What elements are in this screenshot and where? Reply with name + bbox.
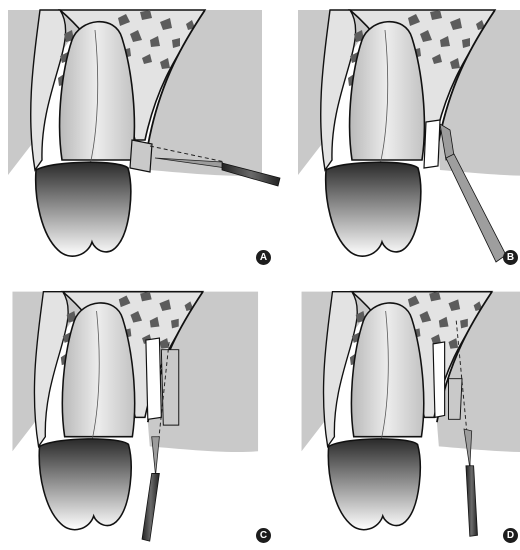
panel-a — [0, 0, 285, 277]
tooth-anatomy — [8, 10, 262, 256]
panel-label-d: D — [503, 528, 518, 543]
panel-d — [290, 282, 520, 550]
released-flap — [433, 342, 445, 417]
panel-c — [0, 282, 285, 550]
elevated-flap — [424, 120, 440, 168]
panel-c-illustration — [0, 282, 285, 545]
panel-label-c: C — [256, 528, 271, 543]
panel-d-illustration — [290, 282, 520, 545]
released-flap — [146, 338, 161, 419]
periosteum — [449, 379, 463, 420]
panel-a-illustration — [0, 0, 285, 272]
tooth-anatomy — [302, 292, 520, 530]
panel-b — [290, 0, 520, 277]
panel-label-a: A — [256, 250, 271, 265]
panel-b-illustration — [290, 0, 520, 272]
gingival-margin — [130, 140, 152, 172]
panel-label-b: B — [503, 250, 518, 265]
tooth-anatomy — [12, 292, 258, 530]
periosteum — [161, 350, 178, 425]
